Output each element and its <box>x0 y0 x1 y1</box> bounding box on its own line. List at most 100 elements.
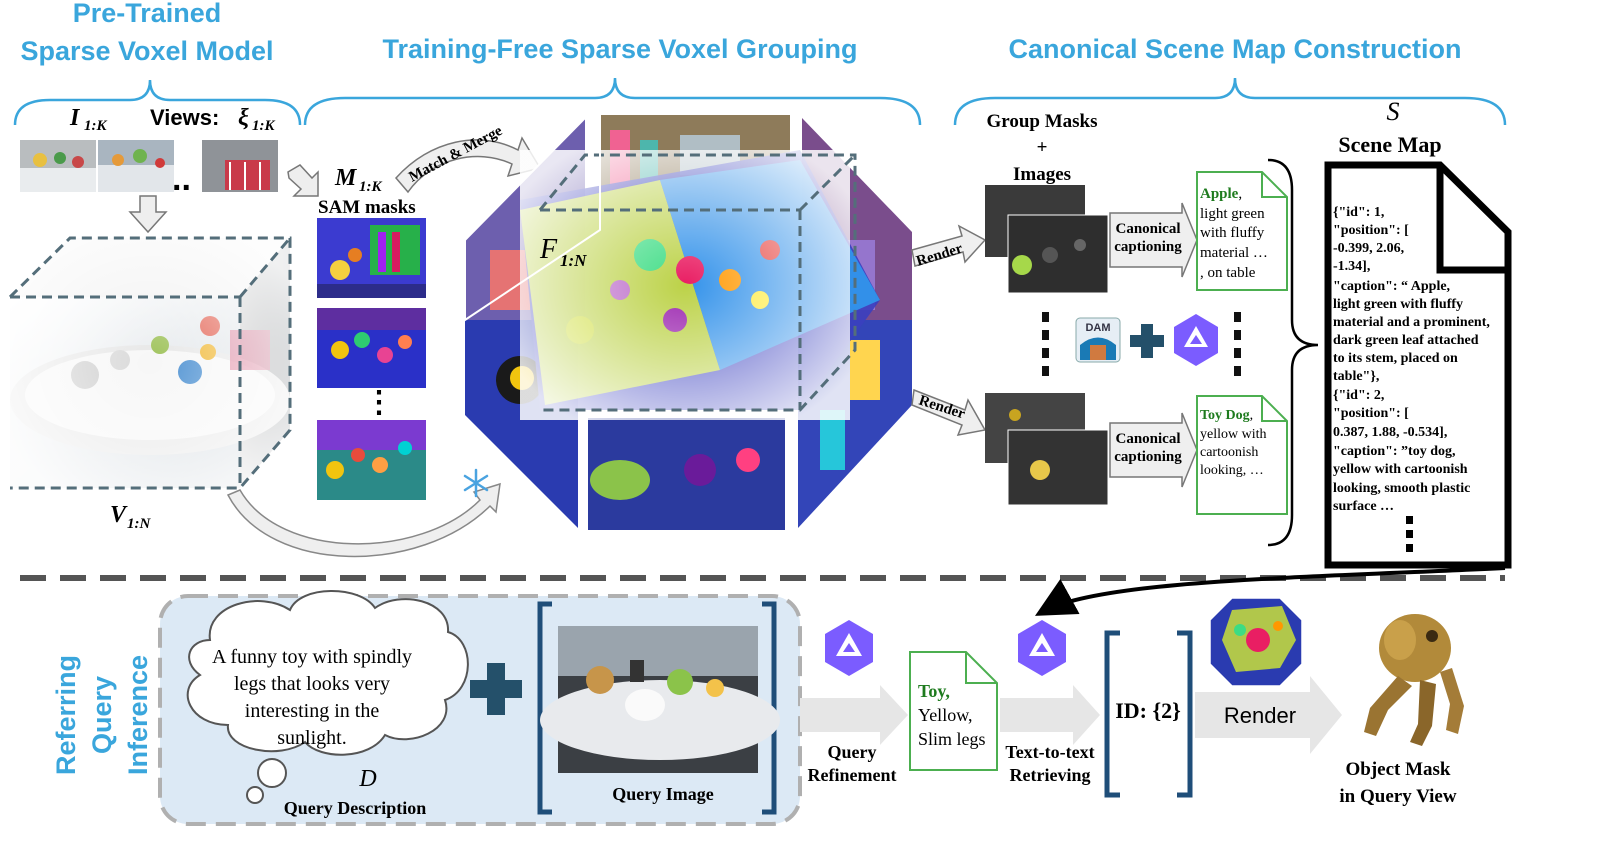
scene-json-line: dark green leaf attached <box>1333 333 1479 348</box>
input-view-thumbnail <box>20 140 96 192</box>
captioning-label-bottom-2: captioning <box>1114 449 1182 465</box>
retrieving-label-2: Retrieving <box>1010 765 1091 785</box>
feature-grouping-octagon <box>464 113 912 530</box>
scene-map-document <box>1324 161 1512 569</box>
id-right-bracket <box>1177 630 1193 798</box>
scene-json-line: 0.387, 1.88, -0.534], <box>1333 425 1447 440</box>
caption-bottom-text: Toy Dog, yellow with cartoonish looking,… <box>1200 408 1270 478</box>
input-view-thumbnail <box>98 140 174 192</box>
views-ellipsis: .. <box>172 160 191 198</box>
render-arrow-final <box>1195 676 1342 754</box>
description-line: A funny toy with spindly <box>212 646 412 668</box>
sam-mask-thumbnail <box>317 420 426 500</box>
retrieved-id: ID: {2} <box>1115 698 1181 723</box>
scene-json-line: {"id": 2, <box>1333 388 1384 403</box>
scene-map-vdots <box>1406 516 1413 552</box>
captioning-arrow-bottom <box>1109 412 1198 488</box>
scene-json-line: yellow with cartoonish <box>1333 462 1468 477</box>
qwen-logo-icon <box>1018 620 1066 676</box>
caption-document-top <box>1196 171 1288 291</box>
sam-label: SAM masks <box>318 197 416 218</box>
pretrained-brace <box>13 79 302 126</box>
render-arrow-top <box>911 224 987 267</box>
masks-subscript: 1:K <box>359 179 382 195</box>
images-to-sam-arrow <box>287 164 319 197</box>
grouped-scene-thumbnail <box>1209 597 1303 687</box>
scene-map-to-retrieval-arrow <box>1034 566 1506 616</box>
canonical-title: Canonical Scene Map Construction <box>1008 34 1461 64</box>
description-line: legs that looks very <box>234 673 390 695</box>
caption-top-line: light green <box>1200 206 1265 222</box>
scene-map-json: {"id": 1, "position": [ -0.399, 2.06, -1… <box>1333 205 1493 514</box>
images-symbol: I <box>69 105 81 131</box>
views-symbol: ξ <box>238 105 249 131</box>
dam-logo-label: DAM <box>1085 322 1110 334</box>
grouping-title: Training-Free Sparse Voxel Grouping <box>382 34 857 64</box>
description-line: sunlight. <box>277 727 346 749</box>
caption-bottom-line: yellow with <box>1200 427 1267 442</box>
caption-top-text: Apple, light green with fluffy material … <box>1200 186 1272 281</box>
refined-query-line: Yellow, <box>918 705 973 725</box>
caption-bottom-head: Toy Dog <box>1200 408 1250 423</box>
plus-icon <box>1130 324 1164 358</box>
caption-top-line: with fluffy <box>1200 225 1265 241</box>
qwen-logo-icon <box>1174 314 1218 366</box>
captioning-label-top-1: Canonical <box>1115 221 1180 237</box>
scene-json-line: -0.399, 2.06, <box>1333 241 1404 256</box>
features-symbol: F <box>539 234 558 265</box>
inference-title-line1: Referring <box>51 655 81 775</box>
group-masks-plus: + <box>1037 137 1048 158</box>
scene-json-line: "position": [ <box>1333 223 1409 238</box>
caption-top-line: , on table <box>1200 265 1256 281</box>
scene-json-line: "caption": “ Apple, <box>1333 279 1450 294</box>
scene-json-line: looking, smooth plastic <box>1333 481 1470 496</box>
retrieving-label-1: Text-to-text <box>1005 742 1094 762</box>
captioning-label-bottom-1: Canonical <box>1115 431 1180 447</box>
object-mask-render <box>1364 614 1464 746</box>
id-left-bracket <box>1104 630 1120 798</box>
query-image-left-bracket <box>537 601 552 815</box>
query-image <box>540 626 780 773</box>
description-line: interesting in the <box>245 700 380 722</box>
inference-title-line3: Inference <box>123 655 153 775</box>
scene-json-line: material and a prominent, <box>1333 315 1490 330</box>
features-subscript: 1:N <box>560 251 587 270</box>
sam-mask-thumbnail <box>317 218 426 298</box>
sam-masks-vdots: ⋮ <box>364 386 394 419</box>
query-refinement-arrow <box>800 685 908 745</box>
caption-bottom-line: , <box>1250 408 1254 423</box>
refined-query-head: Toy, <box>918 681 950 701</box>
thought-cloud-icon <box>186 590 469 804</box>
scene-json-line: table"}, <box>1333 369 1379 384</box>
scene-json-line: to its stem, placed on <box>1333 351 1458 366</box>
render-label-final: Render <box>1224 703 1296 728</box>
scene-json-line: "caption": ”toy dog, <box>1333 444 1456 459</box>
caption-top-line: material … <box>1200 245 1268 261</box>
rendered-mask-stack-bottom <box>985 393 1109 506</box>
vertical-dots-right <box>1234 312 1241 376</box>
group-masks-label: Group Masks <box>986 111 1097 132</box>
render-label-bottom: Render <box>917 393 967 423</box>
masks-symbol: M <box>334 165 358 191</box>
dam-logo-icon <box>1075 317 1121 363</box>
views-label: Views: <box>150 105 219 130</box>
retrieval-arrow <box>1000 685 1100 745</box>
down-arrow <box>128 195 168 234</box>
caption-top-head: Apple <box>1200 186 1239 202</box>
views-subscript: 1:K <box>252 118 275 134</box>
scene-json-line: light green with fluffy <box>1333 297 1463 312</box>
caption-top-line: , <box>1238 186 1242 202</box>
voxels-subscript: 1:N <box>127 516 151 532</box>
scene-json-line: surface … <box>1333 499 1394 514</box>
refined-query-document <box>909 651 998 771</box>
render-arrow-bottom <box>911 388 987 436</box>
scene-json-line: {"id": 1, <box>1333 205 1384 220</box>
images-label: Images <box>1013 164 1071 185</box>
query-image-label: Query Image <box>612 784 713 804</box>
refinement-label-1: Query <box>828 742 877 762</box>
query-description-label: Query Description <box>284 798 426 818</box>
scene-symbol: S <box>1387 97 1400 126</box>
voxels-symbol: V <box>110 502 128 528</box>
d-symbol: D <box>358 766 376 792</box>
